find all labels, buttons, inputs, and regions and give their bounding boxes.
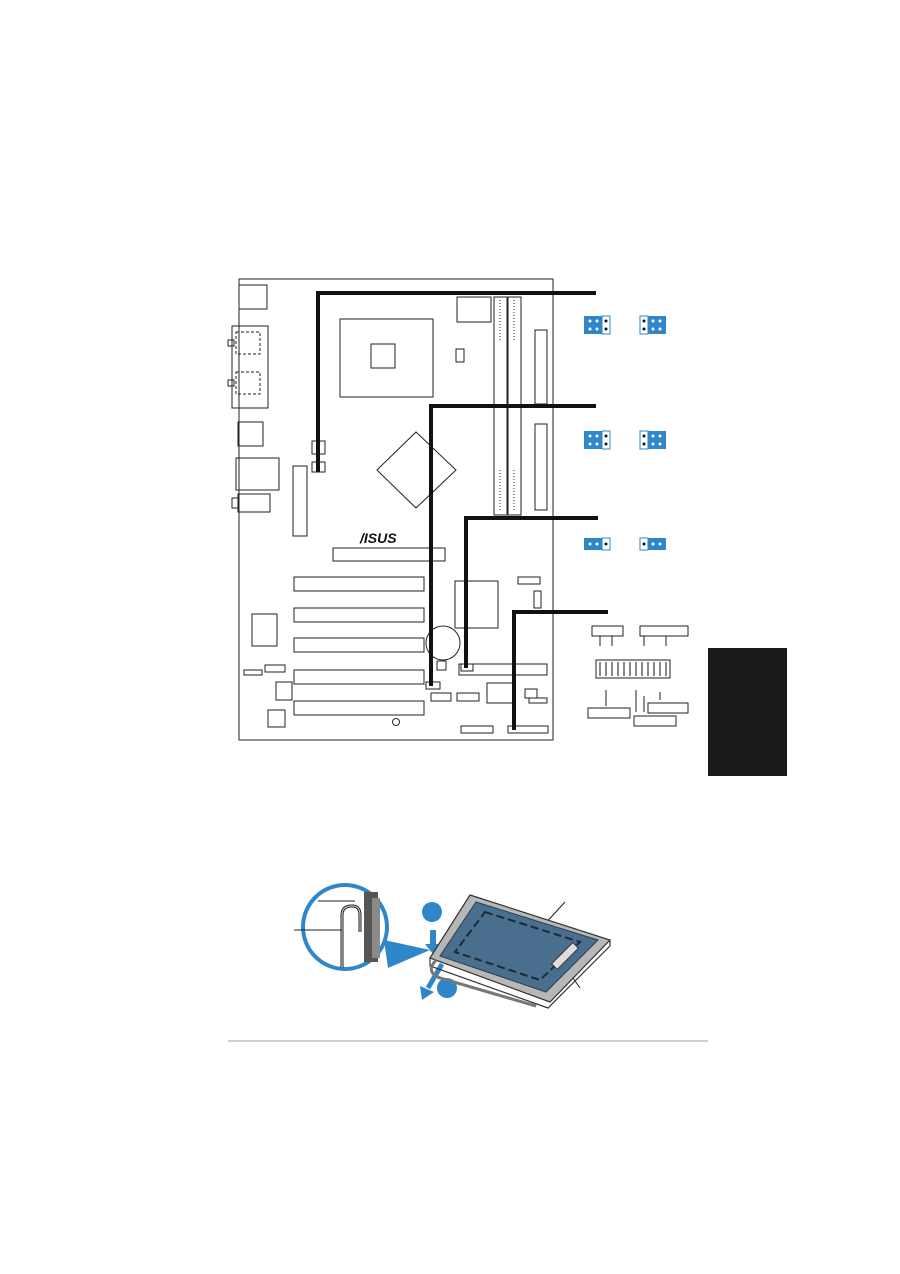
front-panel-connector [507,725,549,734]
jumper-setting-3a [584,537,611,551]
leader-line-4 [512,610,608,730]
sata-connector-1 [517,576,541,585]
chapter-side-tab [708,648,787,776]
page-bottom-rule [228,1040,708,1042]
jumper-setting-2b [639,430,666,450]
parallel-port [231,325,269,409]
pcie-x16-slot [332,547,446,562]
ide-connector-1 [534,329,548,405]
motherboard-layout-diagram: /ISUS [227,278,689,741]
pci-slot-5 [293,700,425,716]
pci-slot-1 [293,576,425,592]
pci-slot-3 [293,637,425,653]
audio-chip [251,613,278,647]
southbridge-chip [454,580,499,629]
jumper-setting-3b [639,537,666,551]
leader-line-3 [464,516,598,668]
asus-logo: /ISUS [359,530,397,546]
pci-slot-2 [293,607,425,623]
cpu-socket-illustration [294,883,612,1009]
cmos-battery [425,625,461,661]
jumper-setting-2a [584,430,611,450]
northbridge-chip [376,431,457,509]
leader-line-2 [429,404,596,686]
cpu-socket-with-cover [429,894,612,1009]
audio-ports [237,493,271,513]
lan-ports [235,457,280,491]
leader-line-1 [316,291,596,472]
pci-slot-4 [293,669,425,685]
atx-power-connector [292,465,308,537]
jumper-setting-1b [639,315,666,335]
lever-zoom-inset [301,883,389,971]
cpu-socket-center [370,343,396,369]
ide-connector-3 [458,663,548,676]
sata-connector-2 [533,590,542,609]
board-outline [238,278,554,741]
usb-ports [237,421,264,447]
step-marker-1 [422,902,442,922]
cpu-socket [339,318,434,398]
front-panel-pinout [587,625,689,727]
ps2-ports [238,284,268,310]
jumper-setting-1a [584,315,611,335]
ide-connector-2 [534,423,548,511]
